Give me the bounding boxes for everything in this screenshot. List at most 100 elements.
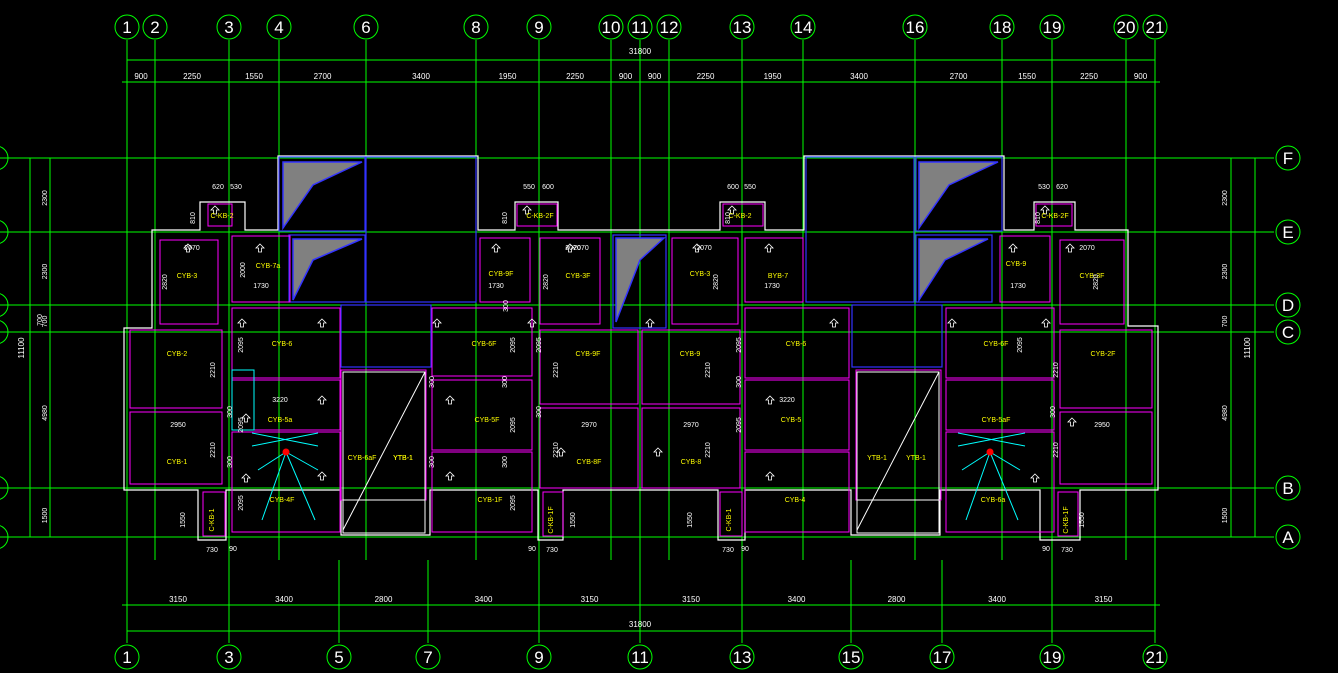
arrow-icon bbox=[829, 318, 839, 328]
dim-left: 700 bbox=[42, 316, 49, 328]
misc-dimension: 550 bbox=[744, 184, 756, 191]
axis-bubble-right-label: C bbox=[1282, 323, 1294, 342]
plumbing-line bbox=[257, 451, 287, 471]
beam-outline bbox=[851, 304, 943, 368]
axis-bubble-right-label: A bbox=[1282, 528, 1294, 547]
misc-dimension: 2070 bbox=[184, 245, 200, 252]
axis-bubble-bottom-circle bbox=[415, 644, 441, 670]
hatch-region bbox=[292, 238, 363, 301]
axis-bubble-top-circle bbox=[598, 14, 624, 40]
room-outline bbox=[340, 369, 427, 501]
misc-dimension: 1550 bbox=[180, 512, 187, 528]
axis-bubble-top-circle bbox=[790, 14, 816, 40]
misc-dimension: 1730 bbox=[764, 283, 780, 290]
dim-top: 900 bbox=[134, 72, 148, 81]
plumbing-line bbox=[989, 451, 1021, 471]
dim-top: 900 bbox=[648, 72, 662, 81]
arrow-icon bbox=[645, 318, 655, 328]
room-outline bbox=[516, 203, 558, 227]
misc-dimension: 300 bbox=[502, 376, 509, 388]
hatch-region bbox=[918, 238, 989, 303]
misc-dimension: 2095 bbox=[238, 337, 245, 353]
misc-dimension: 2095 bbox=[736, 337, 743, 353]
beam-outline bbox=[915, 234, 993, 303]
dim-bottom: 3150 bbox=[1095, 595, 1113, 604]
dim-top: 2250 bbox=[183, 72, 201, 81]
axis-bubble-right-circle bbox=[1275, 319, 1301, 345]
slab-label: CYB-5F bbox=[475, 417, 500, 424]
plumbing-line bbox=[285, 451, 319, 471]
axis-bubble-bottom-label: 19 bbox=[1043, 648, 1062, 667]
axis-bubble-right-circle bbox=[1275, 524, 1301, 550]
slab-label: YTB-1 bbox=[393, 455, 413, 462]
misc-dimension: 300 bbox=[503, 300, 510, 312]
misc-dimension: 810 bbox=[502, 212, 509, 224]
axis-bubble-left-circle bbox=[0, 293, 9, 317]
slab-label: CYB-7a bbox=[256, 263, 281, 270]
room-outline bbox=[207, 203, 233, 227]
misc-dimension: 550 bbox=[523, 184, 535, 191]
axis-bubble-top-label: 1 bbox=[122, 18, 131, 37]
misc-dimension: 2210 bbox=[705, 442, 712, 458]
stair-diagonal bbox=[342, 371, 426, 531]
arrow-icon bbox=[1041, 318, 1051, 328]
slab-label: CYB-6aF bbox=[348, 455, 377, 462]
slab-label: CYB-8F bbox=[577, 459, 602, 466]
dim-top: 900 bbox=[619, 72, 633, 81]
axis-bubble-left-circle bbox=[0, 320, 9, 344]
slab-label: CYB-3 bbox=[177, 273, 198, 280]
misc-dimension: 2095 bbox=[510, 337, 517, 353]
dim-top: 900 bbox=[1134, 72, 1148, 81]
slab-label: CYB-8 bbox=[681, 459, 702, 466]
arrow-icon bbox=[556, 447, 566, 457]
stair-diagonal bbox=[856, 371, 940, 531]
misc-dimension: 700 bbox=[37, 314, 44, 326]
axis-bubble-top-circle bbox=[526, 14, 552, 40]
arrow-icon bbox=[1008, 243, 1018, 253]
arrow-icon bbox=[727, 205, 737, 215]
slab-label: CYB-3F bbox=[566, 273, 591, 280]
axis-bubble-top-label: 12 bbox=[660, 18, 679, 37]
axis-bubble-top-label: 9 bbox=[534, 18, 543, 37]
arrow-icon bbox=[317, 471, 327, 481]
axis-bubble-top-circle bbox=[266, 14, 292, 40]
kb-label: C-KB-1 bbox=[726, 508, 733, 531]
beam-outline bbox=[915, 156, 1003, 232]
misc-dimension: 2095 bbox=[510, 417, 517, 433]
hatch-region bbox=[615, 237, 666, 323]
slab-label: CYB-6F bbox=[472, 341, 497, 348]
axis-bubble-top-circle bbox=[216, 14, 242, 40]
axis-bubble-right-circle bbox=[1275, 475, 1301, 501]
axis-bubble-top-circle bbox=[353, 14, 379, 40]
dim-bottom: 3400 bbox=[988, 595, 1006, 604]
plumbing-line bbox=[285, 451, 316, 521]
axis-bubble-left-circle bbox=[0, 146, 9, 170]
axis-bubble-right-circle bbox=[1275, 145, 1301, 171]
arrow-icon bbox=[491, 243, 501, 253]
slab-label: CYB-3F bbox=[1080, 273, 1105, 280]
slab-label: CYB-6 bbox=[786, 341, 807, 348]
shaft-box bbox=[231, 369, 255, 431]
slab-label: CYB-4F bbox=[270, 497, 295, 504]
misc-dimension: 1730 bbox=[1010, 283, 1026, 290]
dim-top: 1950 bbox=[499, 72, 517, 81]
misc-dimension: 730 bbox=[546, 547, 558, 554]
room-outline bbox=[1059, 329, 1153, 409]
axis-bubble-top-label: 21 bbox=[1146, 18, 1165, 37]
axis-bubble-top-label: 4 bbox=[274, 18, 283, 37]
arrow-icon bbox=[1067, 417, 1077, 427]
dim-right: 2300 bbox=[1222, 264, 1229, 280]
axis-bubble-right-circle bbox=[1275, 292, 1301, 318]
misc-dimension: 530 bbox=[1038, 184, 1050, 191]
room-outline bbox=[1059, 411, 1153, 485]
misc-dimension: 2070 bbox=[565, 245, 581, 252]
arrow-icon bbox=[1065, 243, 1075, 253]
axis-bubble-right-label: F bbox=[1283, 149, 1293, 168]
dim-top: 1550 bbox=[245, 72, 263, 81]
arrow-icon bbox=[255, 243, 265, 253]
misc-dimension: 90 bbox=[741, 546, 749, 553]
axis-bubble-top-label: 19 bbox=[1043, 18, 1062, 37]
axis-bubble-top-label: 16 bbox=[906, 18, 925, 37]
misc-dimension: 730 bbox=[1061, 547, 1073, 554]
